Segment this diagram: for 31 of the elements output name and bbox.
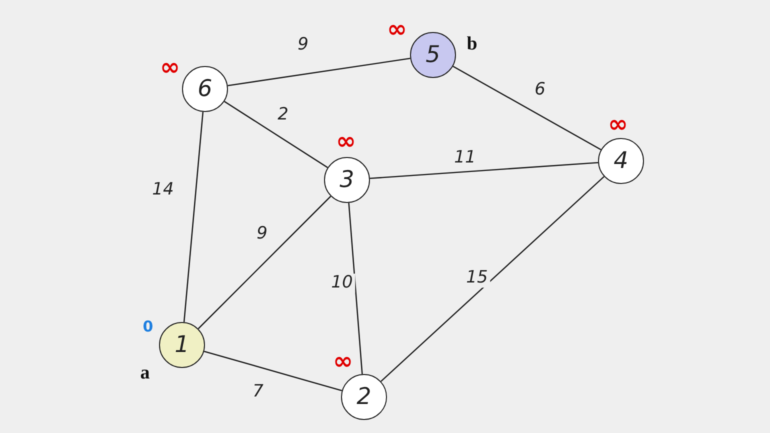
edge-weight: 15 [464,268,490,288]
vertex-number: 6 [198,78,212,100]
edge-line [198,196,332,330]
distance-label: ∞ [160,55,180,79]
vertex-number: 2 [356,386,372,408]
edge-line [228,58,410,86]
edge-line [224,100,328,168]
vertex-number: 5 [426,44,440,66]
vertex-circle [159,322,205,368]
vertex-number: 3 [340,168,354,192]
distance-label: ∞ [336,129,356,153]
distance-label: ∞ [387,17,407,41]
distance-label: 0 [142,320,154,334]
vertex-circle [182,66,228,112]
vertex-circle [410,32,456,78]
vertex-circle [598,138,644,184]
edge-line [183,112,204,322]
distance-label: ∞ [608,112,628,136]
edge-line [348,202,363,374]
vertex-circle [341,374,387,420]
edge-line [370,162,598,180]
edge-line [204,350,342,392]
vertex-number: 4 [614,150,628,172]
edge-line [380,176,604,382]
vertex-circle [324,157,370,203]
distance-label: ∞ [333,349,353,373]
vertex-number: 1 [174,334,190,356]
vertex-name: a [140,364,150,382]
edge-weight: 10 [329,274,355,292]
edge-line [452,66,602,150]
vertex-name: b [466,34,478,54]
